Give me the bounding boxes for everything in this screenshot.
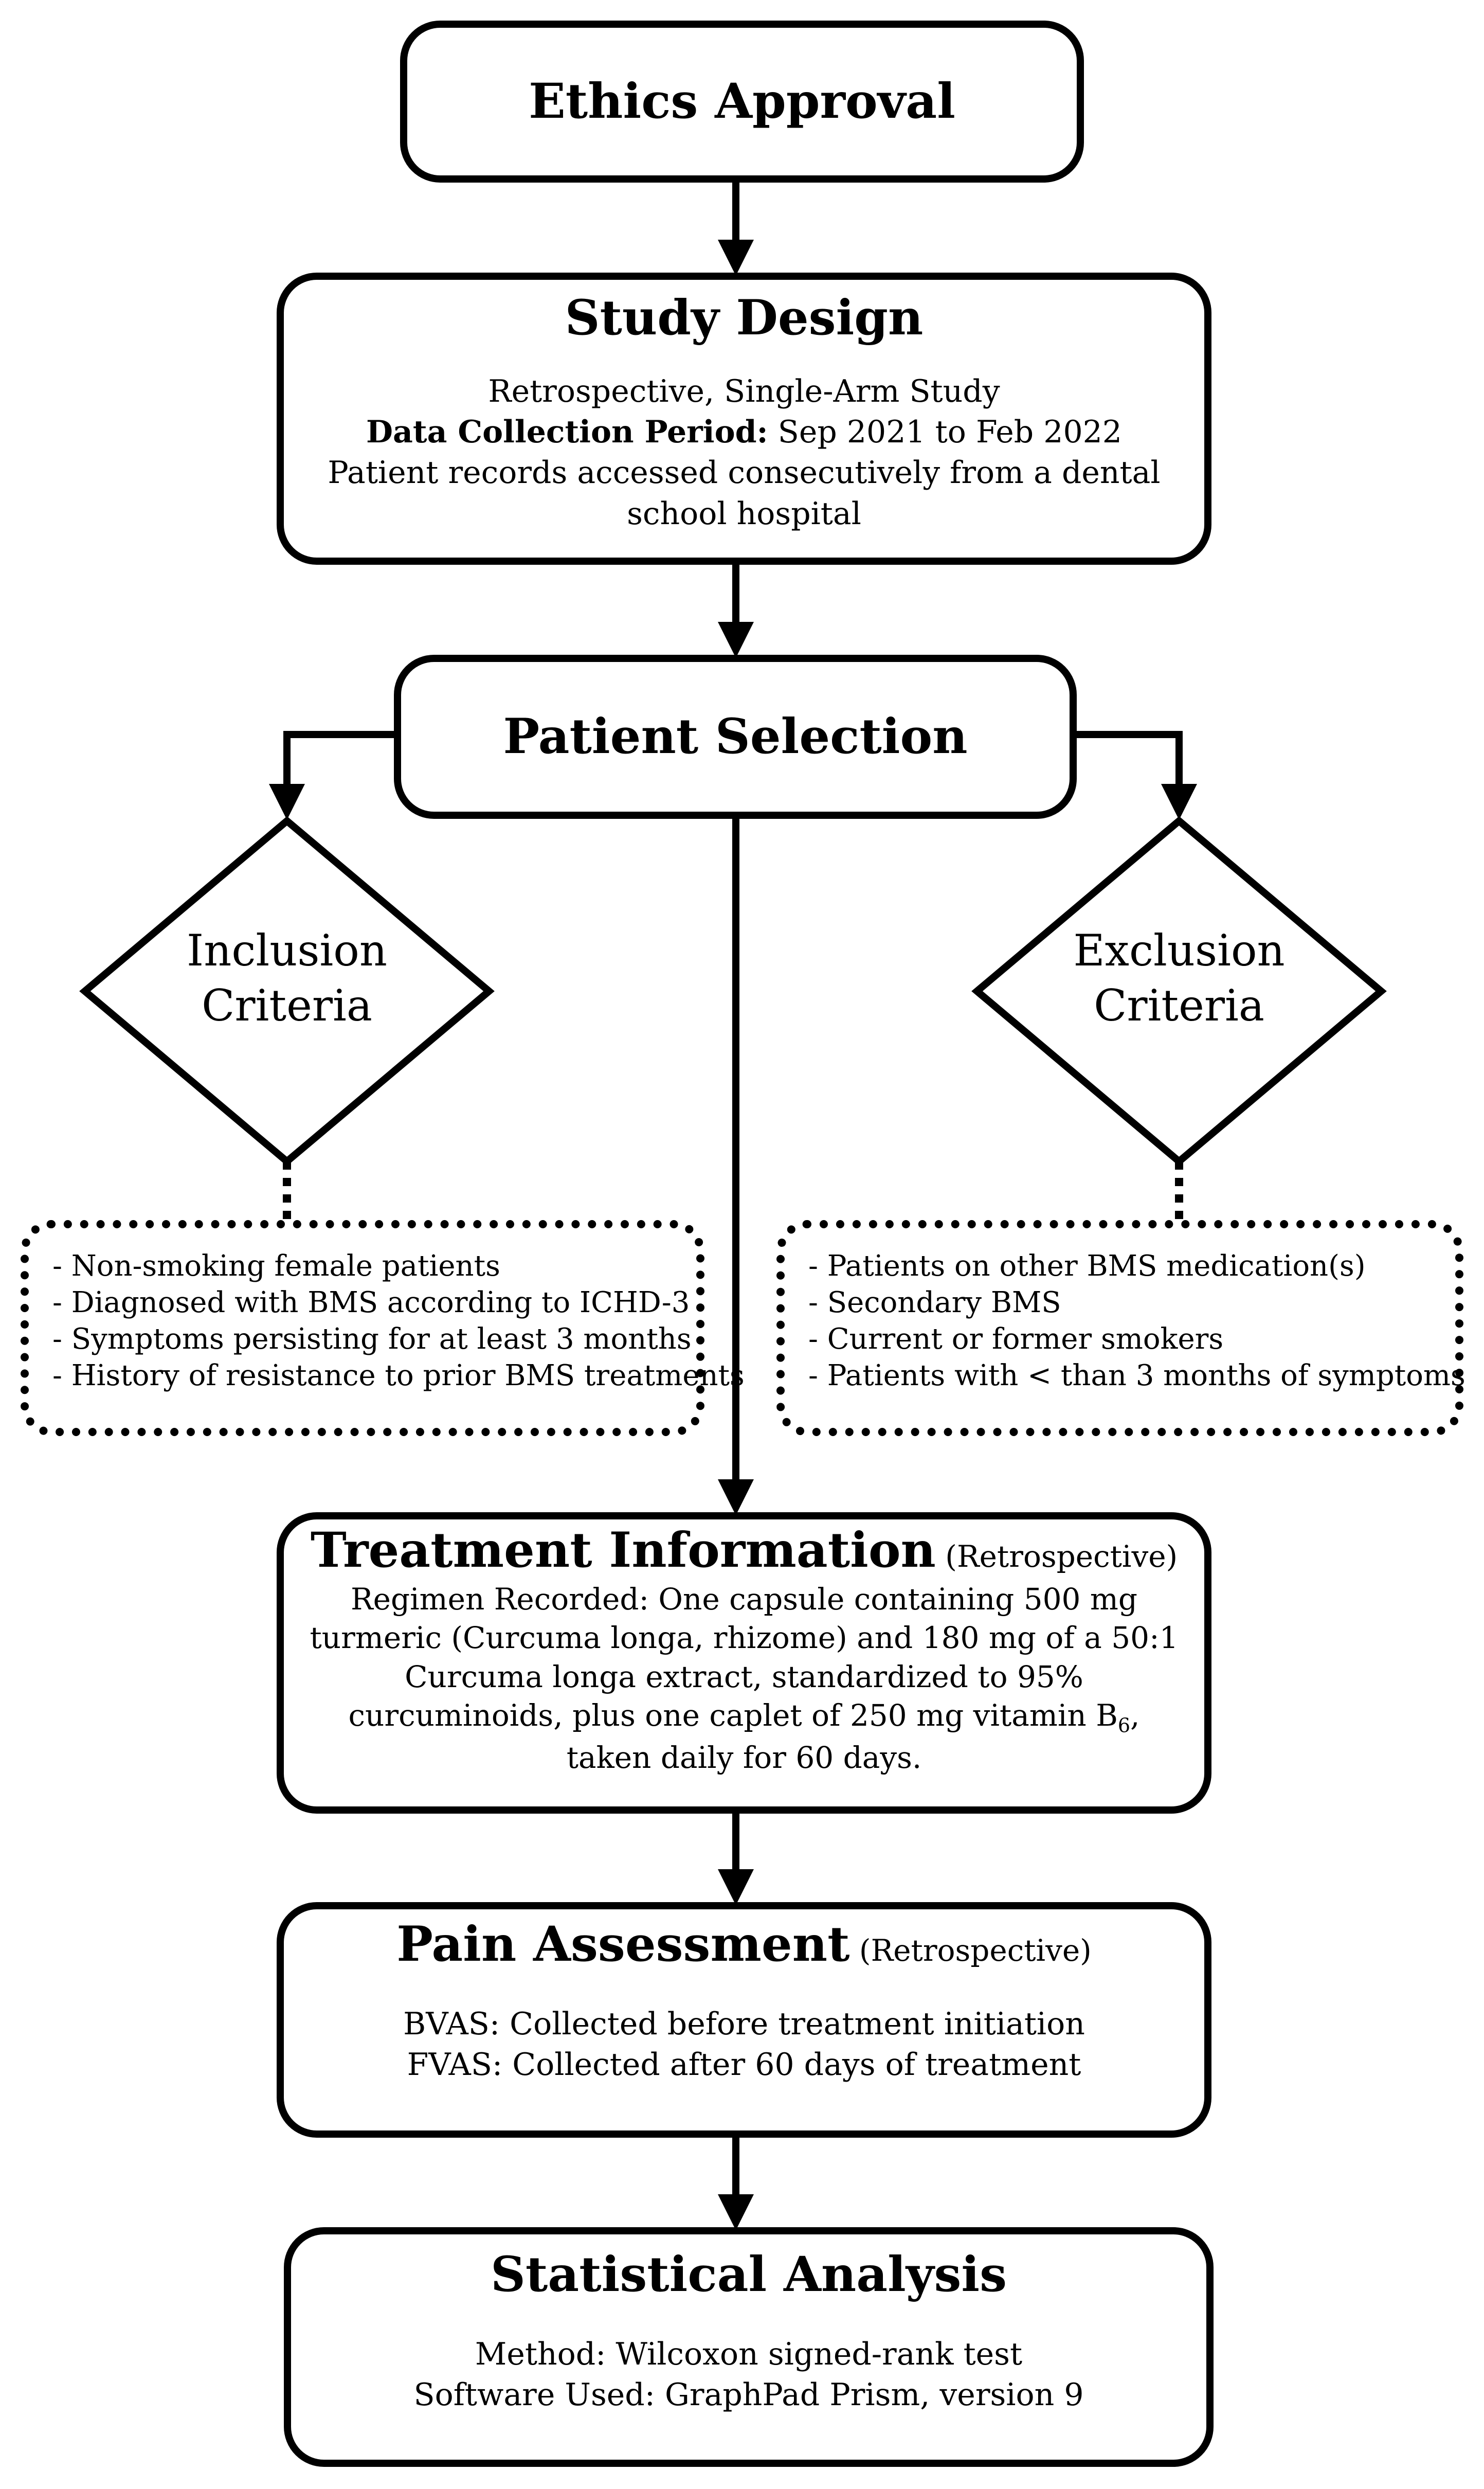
study-design-box: Study Design Retrospective, Single-Arm S… <box>277 273 1211 565</box>
stats-software: Software Used: GraphPad Prism, version 9 <box>413 2377 1084 2413</box>
exclusion-item: - Secondary BMS <box>808 1286 1061 1320</box>
regimen-text-end: , taken daily for 60 days. <box>566 1698 1140 1776</box>
inclusion-criteria-label: Inclusion Criteria <box>170 923 404 1033</box>
treatment-subtitle: (Retrospective) <box>935 1539 1178 1574</box>
exclusion-diamond <box>971 816 1387 1167</box>
pain-bvas: BVAS: Collected before treatment initiat… <box>403 2006 1085 2043</box>
period-value: Sep 2021 to Feb 2022 <box>768 414 1122 451</box>
inclusion-label-line2: Criteria <box>202 980 372 1031</box>
exclusion-item: - Current or former smokers <box>808 1322 1224 1356</box>
patient-selection-title: Patient Selection <box>503 708 968 765</box>
ethics-approval-box: Ethics Approval <box>400 21 1084 183</box>
inclusion-item: - Symptoms persisting for at least 3 mon… <box>52 1322 692 1356</box>
study-design-records: Patient records accessed consecutively f… <box>328 455 1161 532</box>
exclusion-label-line2: Criteria <box>1094 980 1264 1031</box>
treatment-heading: Treatment Information (Retrospective) <box>304 1523 1184 1578</box>
regimen-subscript: 6 <box>1117 1714 1131 1737</box>
ethics-approval-title: Ethics Approval <box>529 73 955 130</box>
pain-assessment-box: Pain Assessment (Retrospective) BVAS: Co… <box>277 1902 1211 2138</box>
inclusion-diamond <box>79 816 495 1167</box>
exclusion-item: - Patients with < than 3 months of sympt… <box>808 1359 1465 1393</box>
exclusion-criteria-list: - Patients on other BMS medication(s) - … <box>776 1220 1465 1436</box>
stats-title: Statistical Analysis <box>490 2246 1007 2303</box>
inclusion-item: - Non-smoking female patients <box>52 1249 500 1283</box>
study-design-period: Data Collection Period: Sep 2021 to Feb … <box>284 412 1204 453</box>
regimen-text: Regimen Recorded: One capsule containing… <box>310 1582 1179 1733</box>
exclusion-label-line1: Exclusion <box>1073 925 1285 976</box>
pain-subtitle: (Retrospective) <box>849 1933 1092 1968</box>
statistical-analysis-box: Statistical Analysis Method: Wilcoxon si… <box>284 2227 1214 2467</box>
arrow-selection-to-exclusion <box>1077 731 1197 820</box>
pain-title: Pain Assessment <box>396 1916 850 1973</box>
treatment-regimen: Regimen Recorded: One capsule containing… <box>304 1580 1184 1778</box>
treatment-information-box: Treatment Information (Retrospective) Re… <box>277 1512 1211 1814</box>
inclusion-criteria-list: - Non-smoking female patients - Diagnose… <box>21 1220 745 1436</box>
study-design-title: Study Design <box>565 290 924 346</box>
pain-fvas: FVAS: Collected after 60 days of treatme… <box>407 2047 1081 2083</box>
stats-method: Method: Wilcoxon signed-rank test <box>475 2336 1023 2373</box>
exclusion-criteria-label: Exclusion Criteria <box>1062 923 1296 1033</box>
period-label: Data Collection Period: <box>366 414 768 451</box>
inclusion-item: - Diagnosed with BMS according to ICHD-3 <box>52 1286 690 1320</box>
pain-heading: Pain Assessment (Retrospective) <box>284 1917 1204 1972</box>
exclusion-item: - Patients on other BMS medication(s) <box>808 1249 1366 1283</box>
arrow-selection-to-inclusion <box>269 731 394 820</box>
treatment-title: Treatment Information <box>310 1522 936 1579</box>
inclusion-item: - History of resistance to prior BMS tre… <box>52 1359 745 1393</box>
patient-selection-box: Patient Selection <box>394 655 1077 819</box>
study-design-type: Retrospective, Single-Arm Study <box>488 373 1000 410</box>
inclusion-label-line1: Inclusion <box>187 925 387 976</box>
